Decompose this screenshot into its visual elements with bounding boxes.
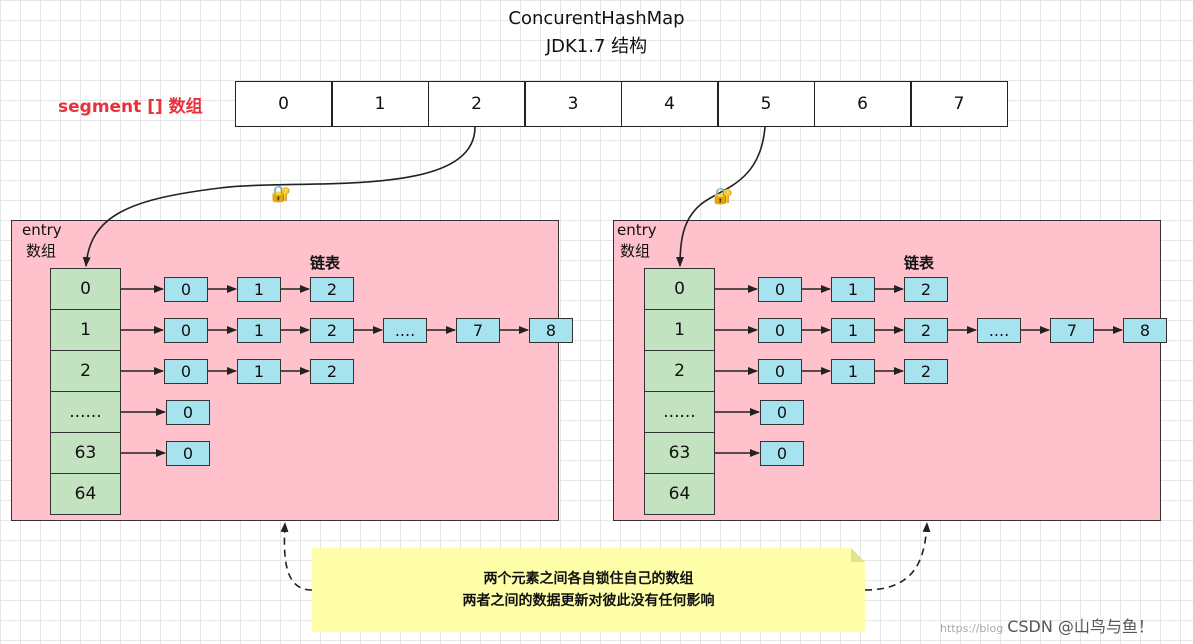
entry-cell-left-1: 1 (50, 309, 121, 351)
list-node-left-3-0: 0 (166, 400, 210, 425)
entry-label-right-2: 数组 (620, 242, 651, 260)
list-node-right-1-2: 2 (904, 318, 948, 343)
note-line2: 两者之间的数据更新对彼此没有任何影响 (462, 593, 715, 609)
list-node-right-0-2: 2 (904, 277, 948, 302)
segment2-to-panel-left-arrow (82, 126, 476, 267)
list-node-right-1-5: 8 (1123, 318, 1167, 343)
list-node-right-3-0: 0 (760, 400, 804, 425)
list-node-right-0-1: 1 (831, 277, 875, 302)
list-node-left-4-0: 0 (166, 441, 210, 466)
entry-label-left-1: entry (22, 221, 62, 239)
entry-cell-right-5: 64 (644, 473, 715, 515)
list-node-left-2-0: 0 (164, 359, 208, 384)
list-node-left-1-2: 2 (310, 318, 354, 343)
linked-list-label-right: 链表 (904, 254, 935, 272)
list-node-left-1-5: 8 (529, 318, 573, 343)
segment-cell-4: 4 (621, 81, 718, 127)
segment-cell-0: 0 (235, 81, 332, 127)
watermark-url: https://blog (940, 622, 1004, 635)
list-node-right-1-0: 0 (758, 318, 802, 343)
entry-cell-right-0: 0 (644, 268, 715, 310)
segment-cell-5: 5 (717, 81, 815, 127)
list-node-left-2-2: 2 (310, 359, 354, 384)
segment-cell-3: 3 (524, 81, 622, 127)
diagram-title-line1: ConcurentHashMap (508, 8, 685, 29)
segment-cell-1: 1 (331, 81, 429, 127)
entry-label-right-1: entry (617, 221, 657, 239)
entry-cell-left-4: 63 (50, 432, 121, 474)
list-node-left-1-4: 7 (456, 318, 500, 343)
segment-cell-7: 7 (910, 81, 1008, 127)
note-to-panel-left-arrow (280, 522, 313, 591)
list-node-left-1-3: .... (383, 318, 427, 343)
list-node-right-2-0: 0 (758, 359, 802, 384)
note-line1: 两个元素之间各自锁住自己的数组 (483, 571, 694, 587)
list-node-left-0-2: 2 (310, 277, 354, 302)
segment-cell-6: 6 (814, 81, 911, 127)
entry-cell-right-4: 63 (644, 432, 715, 474)
list-node-left-1-0: 0 (164, 318, 208, 343)
list-node-right-1-1: 1 (831, 318, 875, 343)
watermark-text: CSDN @山鸟与鱼！ (1007, 617, 1154, 636)
segment-array-label: segment [] 数组 (58, 97, 203, 117)
entry-label-left-2: 数组 (26, 242, 57, 260)
list-node-right-0-0: 0 (758, 277, 802, 302)
list-node-left-2-1: 1 (237, 359, 281, 384)
segment5-to-panel-right-arrow (676, 126, 766, 267)
linked-list-label-left: 链表 (310, 254, 341, 272)
diagram-title-line2: JDK1.7 结构 (545, 36, 648, 57)
list-node-right-4-0: 0 (760, 441, 804, 466)
lock-icon: 🔐 (271, 184, 291, 203)
segment-cell-2: 2 (428, 81, 525, 127)
entry-cell-left-3: ...... (50, 391, 121, 433)
list-node-left-1-1: 1 (237, 318, 281, 343)
list-node-right-2-2: 2 (904, 359, 948, 384)
note-box: 两个元素之间各自锁住自己的数组 两者之间的数据更新对彼此没有任何影响 (312, 548, 865, 632)
list-node-left-0-1: 1 (237, 277, 281, 302)
entry-cell-left-5: 64 (50, 473, 121, 515)
list-node-right-1-3: .... (977, 318, 1021, 343)
list-node-right-1-4: 7 (1050, 318, 1094, 343)
list-node-left-0-0: 0 (164, 277, 208, 302)
lock-icon: 🔐 (713, 186, 733, 205)
entry-cell-left-2: 2 (50, 350, 121, 392)
note-to-panel-right-arrow (864, 522, 931, 591)
list-node-right-2-1: 1 (831, 359, 875, 384)
